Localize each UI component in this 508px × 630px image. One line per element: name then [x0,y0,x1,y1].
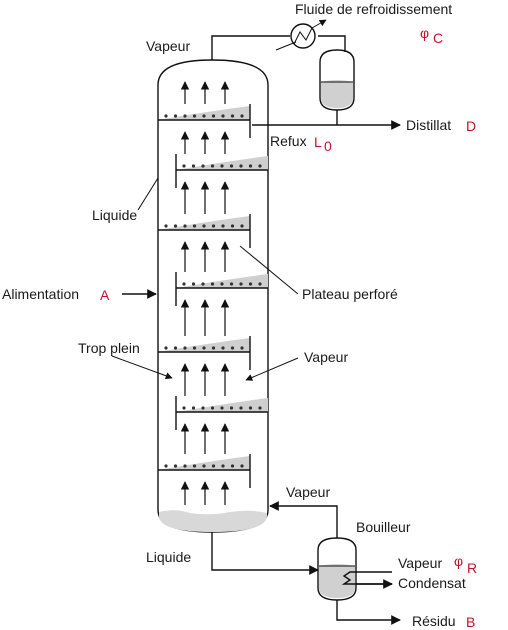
tray [158,214,251,248]
overflow-label: Trop plein [78,340,140,356]
reboiler [269,501,401,625]
coolant-label: Fluide de refroidissement [295,1,452,17]
tray [158,454,251,488]
condenser-icon [275,19,327,51]
vapor-flow-arrows [180,81,230,505]
feed-letter: A [100,287,110,303]
feed-label: Alimentation [2,286,79,302]
residue-letter: B [466,614,475,630]
tray [158,104,251,138]
tray [175,154,268,188]
overhead-vapor-line [211,35,346,60]
heat-phi-subscript: R [467,560,477,576]
coolant-phi-symbol: φ [420,25,429,41]
reflux-label: Refux [270,133,307,149]
perforated-trays [158,104,268,488]
residue-label: Résidu [412,613,456,629]
leader-lines [111,177,299,381]
tray [158,336,251,370]
tray [175,272,268,306]
liquid-label-left: Liquide [92,207,137,223]
reflux-subscript: 0 [324,138,332,154]
tray [175,396,268,430]
reflux-letter: L [314,134,322,150]
reboiler-label: Bouilleur [356,519,411,535]
perforated-tray-label: Plateau perforé [302,286,398,302]
condensate-label: Condensat [398,575,466,591]
reflux-drum [319,49,355,125]
bottoms-line [211,532,319,575]
distillate-label: Distillat [406,117,451,133]
top-vapor-label: Vapeur [146,38,190,54]
heating-vapor-label: Vapeur [398,555,442,571]
coolant-phi-subscript: C [433,30,443,46]
bottom-liquid-label: Liquide [146,549,191,565]
distillate-letter: D [466,118,476,134]
heat-phi-symbol: φ [454,553,463,569]
column-shell [157,59,269,533]
reboiler-vapor-label: Vapeur [286,484,330,500]
mid-vapor-label: Vapeur [304,349,348,365]
